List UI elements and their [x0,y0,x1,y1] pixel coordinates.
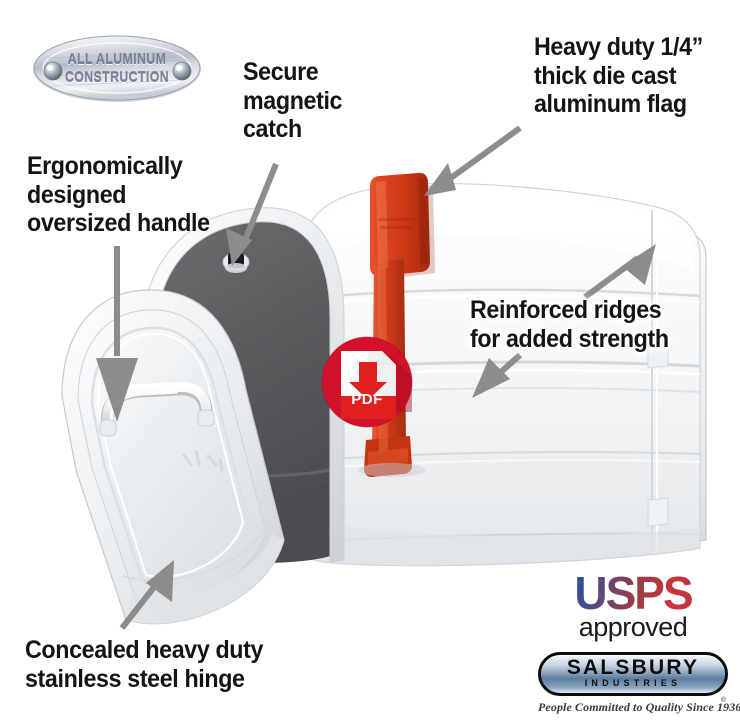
usps-approved-text: approved [578,612,688,642]
arrow-ridges-lower [472,352,522,398]
door-handle-part [99,381,215,437]
salsbury-tagline: People Committed to Quality Since 1936 [538,700,740,714]
pdf-download-badge[interactable]: PDF [322,337,412,427]
callout-ridges: Reinforced ridges for added strength [470,296,669,353]
salsbury-name: SALSBURY [566,656,700,679]
usps-wordmark: USPS [558,570,708,617]
salsbury-industries-word: INDUSTRIES [584,678,682,688]
arrow-ridges-upper [583,244,656,300]
arrow-hinge [119,560,174,630]
all-aluminum-construction-badge: ALL ALUMINUM CONSTRUCTION [33,36,201,102]
registered-trademark-mark: ® [720,697,726,704]
callout-magnetic-catch: Secure magnetic catch [243,58,343,143]
salsbury-plate [538,652,728,696]
badge-plate-art [33,35,201,102]
pdf-badge-label: PDF [351,391,383,408]
salsbury-industries-logo: SALSBURY INDUSTRIES People Committed to … [538,652,740,720]
arrow-handle [96,246,138,422]
usps-approved-logo: USPS approved [558,570,708,642]
callout-handle: Ergonomically designed oversized handle [27,152,210,237]
pdf-badge-art [321,336,413,428]
badge-line-2: CONSTRUCTION [64,69,169,86]
callout-arrows [96,125,656,630]
badge-line-1: ALL ALUMINUM [67,51,167,68]
arrow-magnetic-catch [226,162,279,266]
callout-flag: Heavy duty 1/4” thick die cast aluminum … [534,33,703,118]
arrow-flag [424,125,522,196]
callout-hinge: Concealed heavy duty stainless steel hin… [25,636,264,693]
